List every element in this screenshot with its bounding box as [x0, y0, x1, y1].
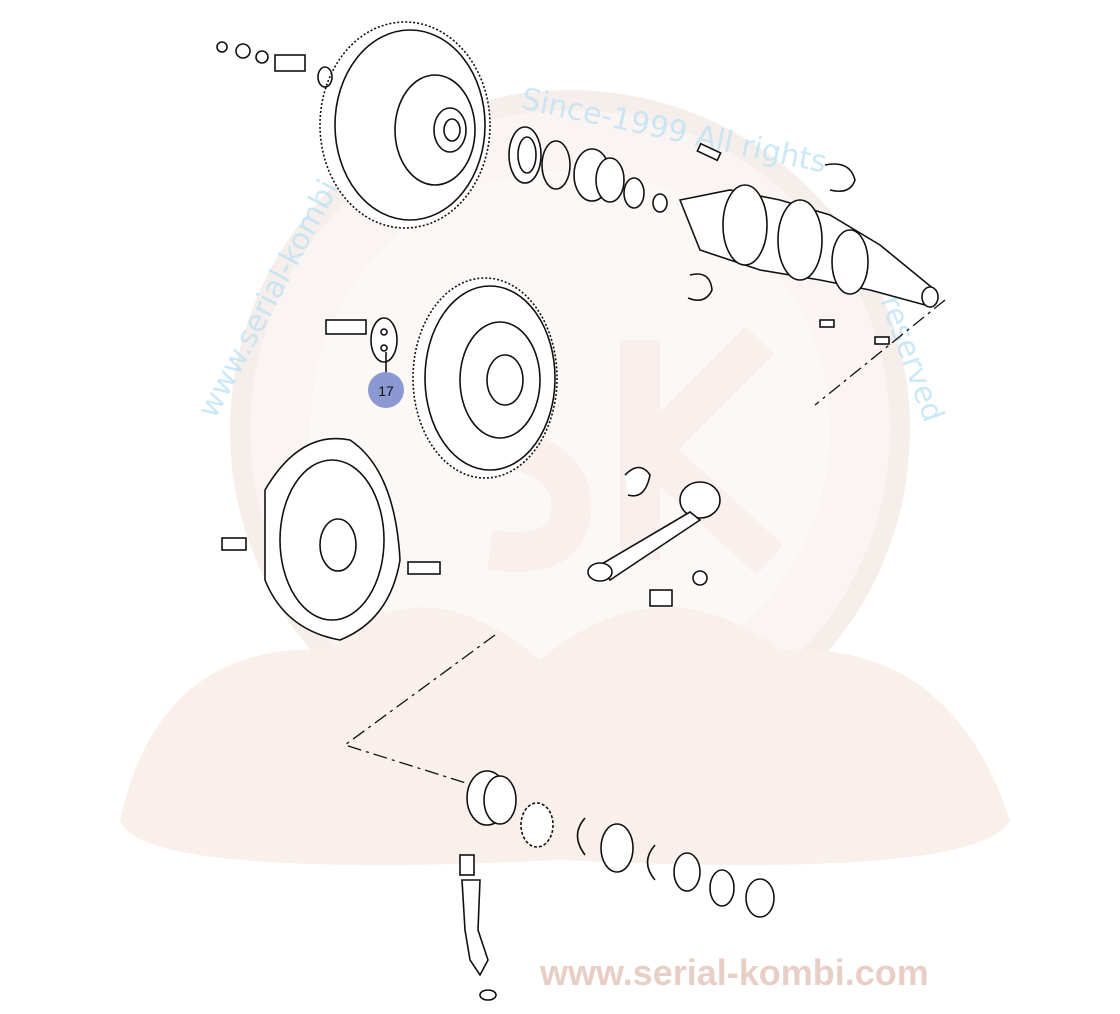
- connecting-rod: [587, 466, 721, 607]
- callout-number: 17: [378, 383, 394, 399]
- crankshaft-gear-row: [466, 770, 775, 918]
- callout-17[interactable]: 17: [368, 372, 404, 408]
- crankshaft: [678, 163, 939, 345]
- watermark-logo: [120, 90, 1010, 865]
- flywheel: [319, 21, 491, 229]
- flywheel-bolt-set: [216, 41, 333, 88]
- drive-plate: [412, 277, 558, 479]
- distributor-drive: [459, 854, 497, 1001]
- cover-plate: [221, 437, 441, 641]
- assembly-line: [814, 299, 946, 406]
- washer-and-bolt: [325, 317, 398, 372]
- crankshaft-seal-and-bearings: [508, 126, 722, 213]
- assembly-line: [343, 634, 521, 801]
- svg-text:www.serial-kombi.com: www.serial-kombi.com: [539, 952, 929, 993]
